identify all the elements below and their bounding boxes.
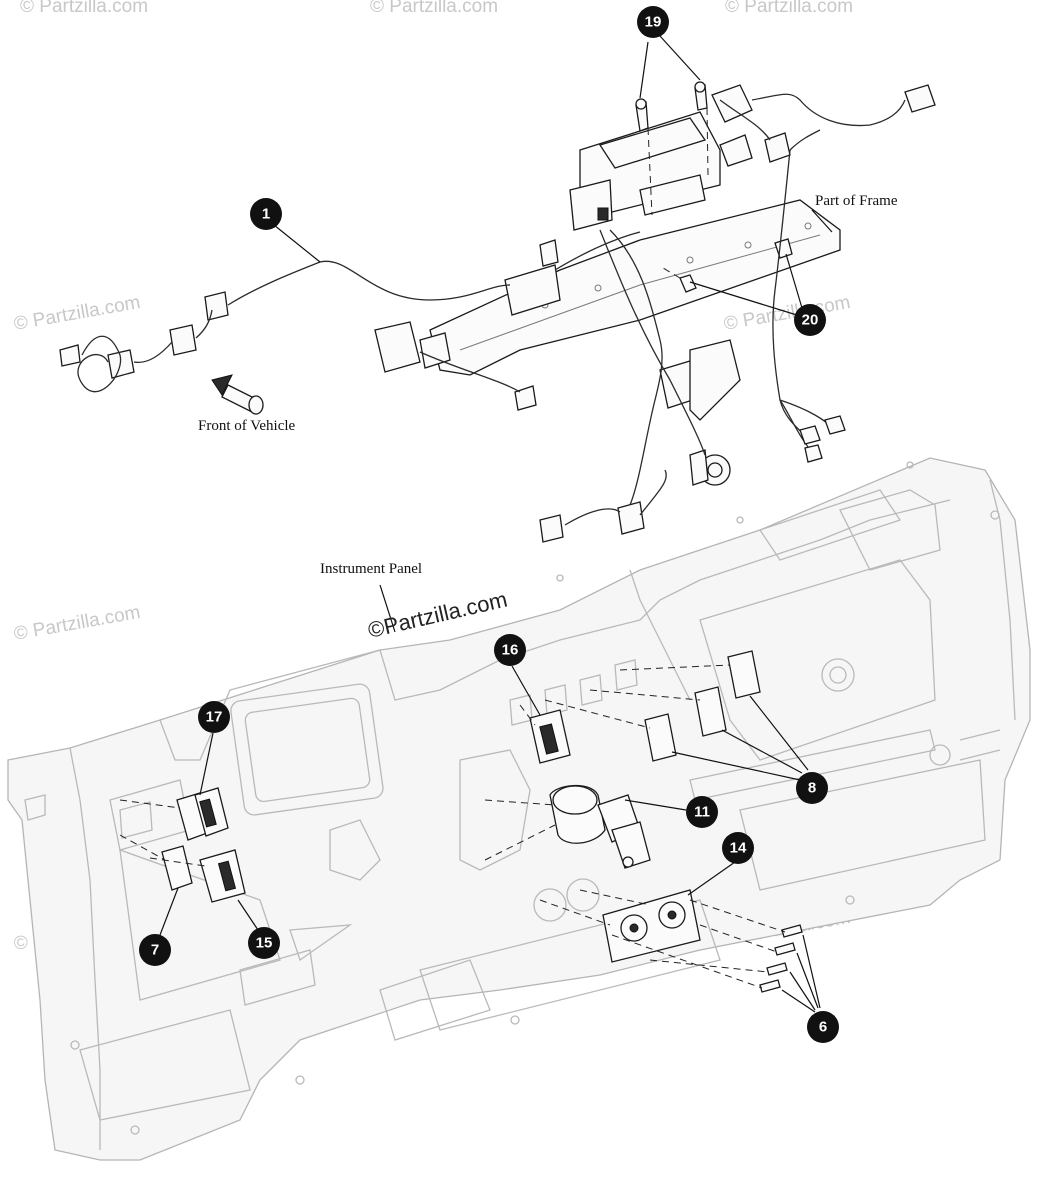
- callout-17-number: 17: [206, 709, 223, 726]
- callout-1-number: 1: [262, 206, 270, 223]
- callout-1[interactable]: 1: [250, 198, 282, 230]
- callout-14[interactable]: 14: [722, 832, 754, 864]
- callout-11[interactable]: 11: [686, 796, 718, 828]
- callout-16-number: 16: [502, 642, 519, 659]
- callout-11-number: 11: [694, 804, 710, 821]
- callout-19-number: 19: [645, 14, 662, 31]
- callout-6-number: 6: [819, 1019, 827, 1036]
- callout-20[interactable]: 20: [794, 304, 826, 336]
- callout-15-number: 15: [256, 935, 273, 952]
- callout-17[interactable]: 17: [198, 701, 230, 733]
- callout-8-number: 8: [808, 780, 816, 797]
- callout-8[interactable]: 8: [796, 772, 828, 804]
- callout-16[interactable]: 16: [494, 634, 526, 666]
- callout-7-number: 7: [151, 942, 159, 959]
- callout-14-number: 14: [730, 840, 747, 857]
- watermark: © Partzilla.com: [12, 292, 142, 335]
- switch-parts-drawing: [161, 650, 803, 993]
- callout-20-number: 20: [802, 312, 819, 329]
- instrument-panel-label: Instrument Panel: [320, 561, 422, 577]
- callout-markers: 19 1 20 16 17 8 11 14: [139, 6, 839, 1043]
- part-of-frame-label: Part of Frame: [815, 193, 898, 209]
- leader-lines: [159, 35, 833, 1013]
- watermark: © Partzilla.com: [370, 0, 498, 17]
- instrument-panel-drawing: [7, 457, 1031, 1161]
- watermark: © Partzilla.com: [12, 602, 142, 645]
- installation-lines: [119, 107, 786, 989]
- callout-7[interactable]: 7: [139, 934, 171, 966]
- watermark: © Partzilla.com: [725, 0, 853, 17]
- callout-6[interactable]: 6: [807, 1011, 839, 1043]
- watermark: © Partzilla.com: [20, 0, 148, 17]
- frame-and-harness-drawing: [59, 81, 936, 543]
- front-of-vehicle-label: Front of Vehicle: [198, 418, 296, 434]
- callout-15[interactable]: 15: [248, 927, 280, 959]
- callout-19[interactable]: 19: [637, 6, 669, 38]
